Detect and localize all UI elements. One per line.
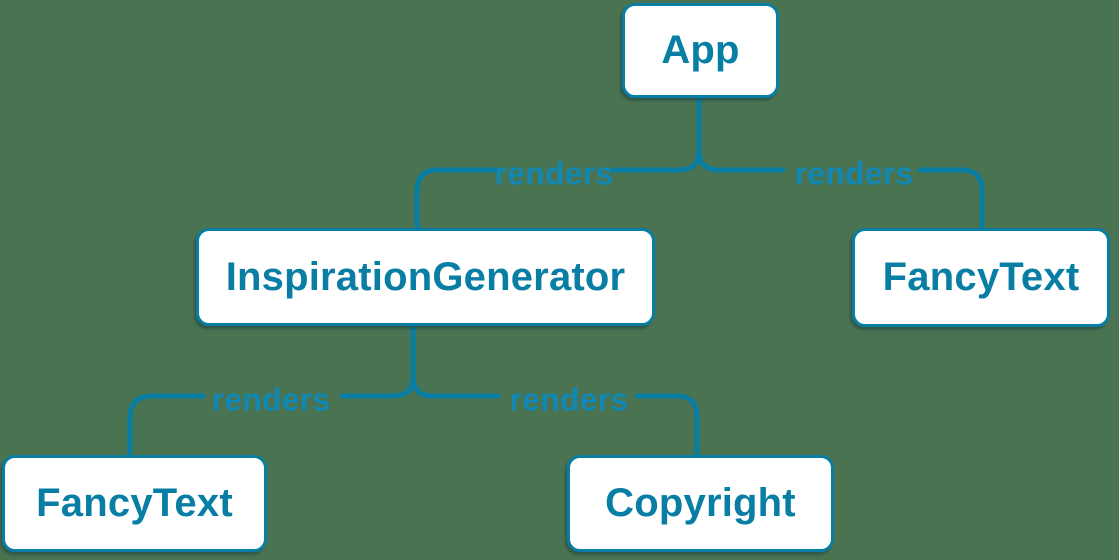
connector-inspiration-to-fancytext-inner — [339, 374, 416, 399]
connector-inspiration-to-fancytext-outer — [127, 393, 206, 456]
connector-app-to-fancytext-inner — [696, 147, 786, 173]
connector-inspiration-to-copyright-outer — [634, 393, 700, 456]
node-fancytext-top: FancyText — [852, 228, 1110, 327]
node-fancytext-bottom-label: FancyText — [36, 481, 233, 525]
node-fancytext-top-label: FancyText — [882, 255, 1080, 299]
edge-label-app-inspiration: renders — [494, 155, 614, 192]
node-fancytext-bottom: FancyText — [2, 455, 267, 552]
node-copyright-label: Copyright — [605, 481, 796, 525]
edge-label-inspiration-copyright: renders — [509, 381, 629, 418]
node-inspiration-generator: InspirationGenerator — [196, 228, 655, 326]
node-app: App — [622, 3, 779, 98]
connector-app-to-fancytext-outer — [917, 167, 985, 229]
edge-label-inspiration-fancytext: renders — [211, 381, 331, 418]
connector-inspiration-to-copyright-inner — [410, 374, 501, 399]
node-copyright: Copyright — [567, 455, 834, 552]
node-inspiration-generator-label: InspirationGenerator — [225, 254, 626, 299]
node-app-label: App — [661, 28, 740, 72]
edge-label-app-fancytext: renders — [794, 155, 914, 192]
connector-app-to-inspiration-outer — [414, 167, 500, 229]
connector-app-to-inspiration-inner — [610, 147, 702, 173]
